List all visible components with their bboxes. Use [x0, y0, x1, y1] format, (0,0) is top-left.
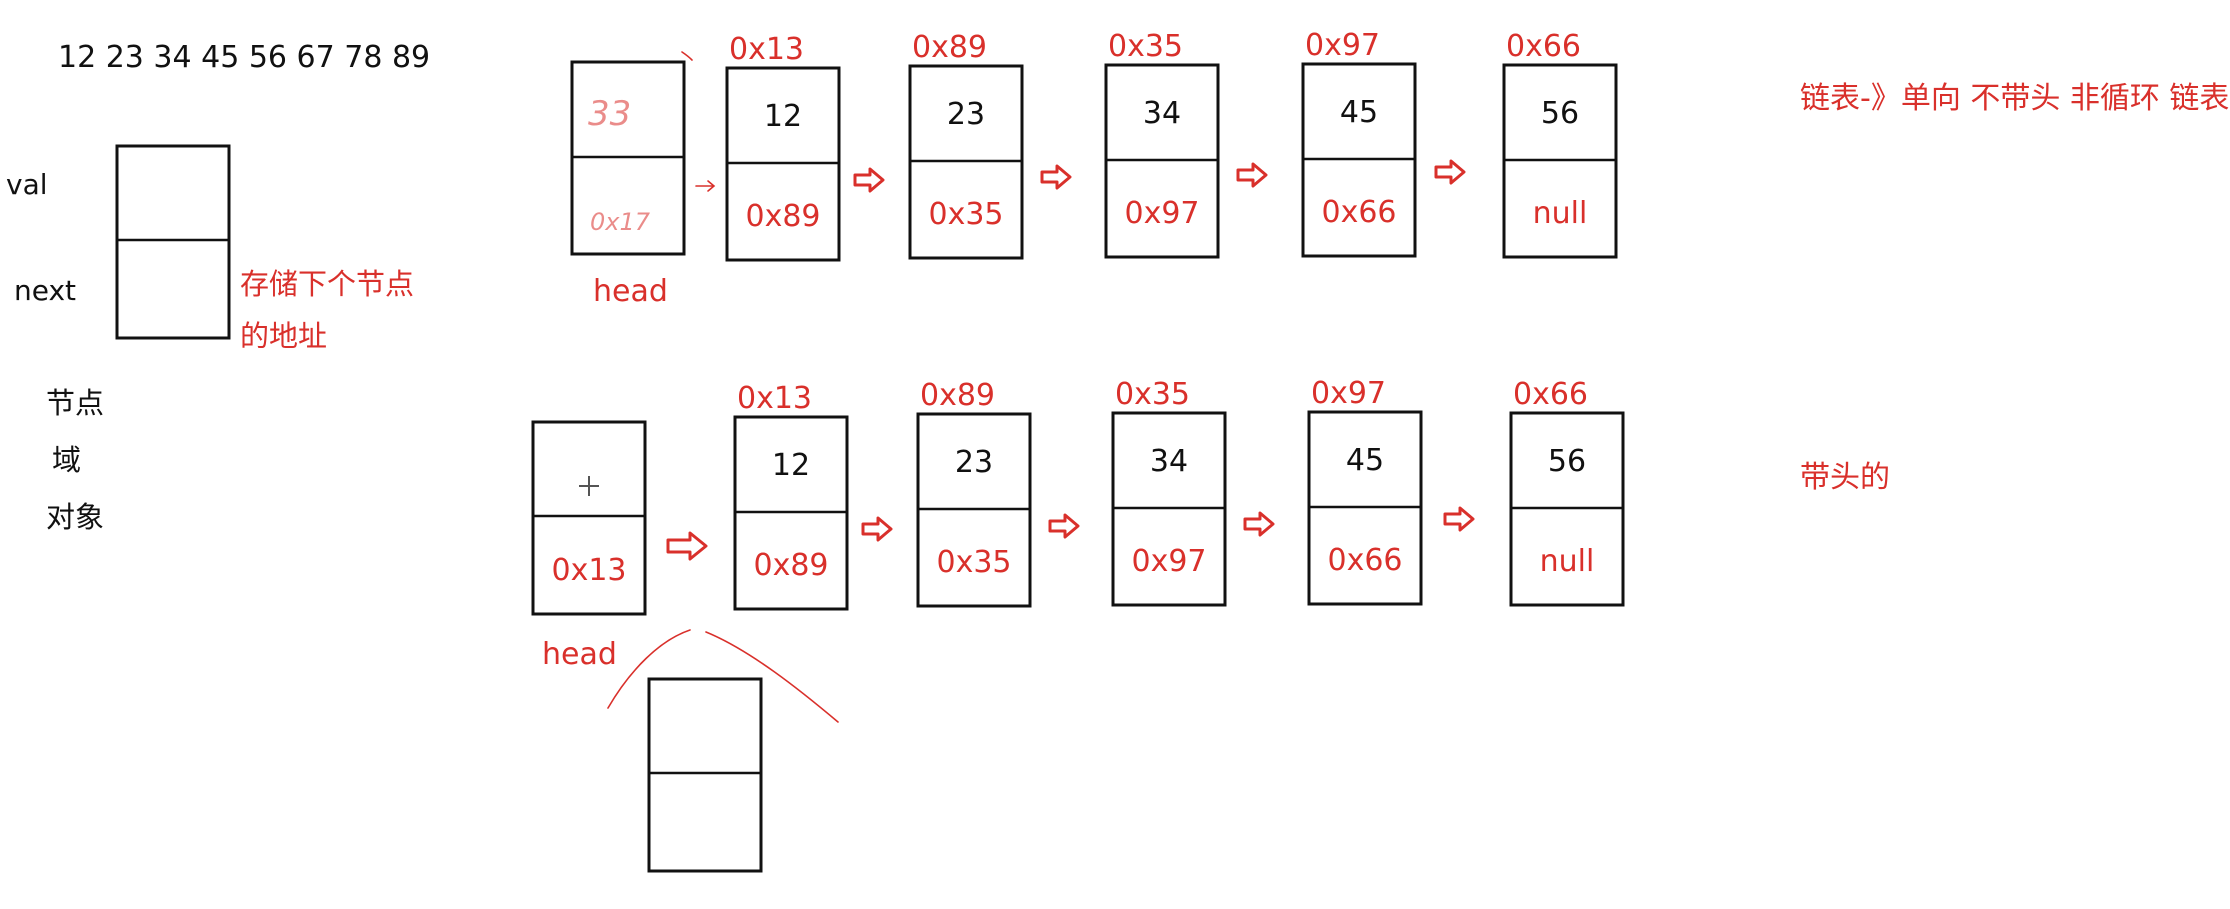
list2-next-arrow: [1243, 511, 1275, 537]
list2-node-val: 45: [1346, 443, 1384, 478]
list1-node-val: 23: [947, 97, 985, 132]
list1-node: 0x97 45 0x66: [1301, 28, 1417, 258]
next-label: next: [14, 274, 76, 307]
list1-head-val-scribble: 33: [588, 94, 631, 134]
list2-next-arrow: [1443, 506, 1475, 532]
list2-head-node: 0x13: [531, 420, 647, 616]
list2-node-address: 0x13: [737, 381, 812, 416]
list2-node-address: 0x89: [920, 378, 995, 413]
list2-node-next: 0x35: [936, 545, 1011, 580]
list1-node-val: 56: [1541, 96, 1579, 131]
next-note-line1: 存储下个节点: [240, 267, 414, 301]
list1-next-arrow: [1236, 162, 1268, 188]
term-field: 域: [52, 443, 81, 477]
list2-node-next: 0x66: [1327, 543, 1402, 578]
list2-head-box: [531, 420, 647, 616]
detached-node-box: [647, 677, 763, 873]
list2-node-address: 0x35: [1115, 377, 1190, 412]
list2-node-val: 56: [1548, 444, 1586, 479]
list2-head-next: 0x13: [551, 553, 626, 588]
list1-node-val: 34: [1143, 96, 1181, 131]
list1-node: 0x66 56 null: [1502, 29, 1618, 259]
list1-next-arrow: [1040, 164, 1072, 190]
legend-node: [115, 144, 231, 340]
list1-head-pointer: [695, 180, 716, 192]
list2-node: 0x97 45 0x66: [1307, 376, 1423, 606]
list2-node-next: 0x89: [753, 548, 828, 583]
list2-next-arrow: [861, 516, 893, 542]
list2-head-label: head: [542, 637, 617, 672]
list1-node-next: null: [1533, 196, 1588, 231]
list2-node-next: null: [1540, 544, 1595, 579]
pen-stroke-left: [607, 629, 691, 709]
term-object: 对象: [46, 500, 104, 534]
detached-node: [647, 677, 763, 873]
list2-next-arrow: [1048, 513, 1080, 539]
list1-node: 0x89 23 0x35: [908, 30, 1024, 260]
list1-node-next: 0x35: [928, 197, 1003, 232]
list1-next-arrow: [853, 167, 885, 193]
list1-node: 0x35 34 0x97: [1104, 29, 1220, 259]
list2-node-val: 12: [772, 448, 810, 483]
list1-head-label: head: [593, 274, 668, 309]
list2-node: 0x66 56 null: [1509, 377, 1625, 607]
sequence-text: 12 23 34 45 56 67 78 89: [58, 40, 430, 75]
pen-stroke-right: [705, 631, 839, 723]
term-node: 节点: [46, 386, 104, 420]
list1-next-arrow: [1434, 159, 1466, 185]
list1-nodes: 0x13 12 0x89 0x89 23 0x35 0x35 34 0x97 0x97 45 0x66…: [725, 28, 1618, 262]
list2: 0x13 head 0x13 12 0x89 0x89 23 0x35 0x35 34 0x97…: [531, 376, 1625, 873]
legend-node-box: [115, 144, 231, 340]
list1-head-next-scribble: 0x17: [590, 208, 651, 236]
cursor-crosshair-icon: [579, 476, 599, 496]
list1-node-address: 0x89: [912, 30, 987, 65]
list2-node-address: 0x66: [1513, 377, 1588, 412]
list1-arrows: [853, 159, 1466, 193]
list2-node: 0x35 34 0x97: [1111, 377, 1227, 607]
list1-head-node: 33 0x17: [570, 60, 686, 256]
list1-node-next: 0x66: [1321, 195, 1396, 230]
list2-node-val: 34: [1150, 444, 1188, 479]
list2-title: 带头的: [1800, 460, 1890, 495]
list1-node-val: 45: [1340, 95, 1378, 130]
list1-node-val: 12: [764, 99, 802, 134]
list1-pen-mark: [681, 51, 693, 61]
list1-node-address: 0x13: [729, 32, 804, 67]
list1-node-next: 0x89: [745, 199, 820, 234]
list2-node-address: 0x97: [1311, 376, 1386, 411]
next-note-line2: 的地址: [240, 319, 327, 353]
list1-node-address: 0x66: [1506, 29, 1581, 64]
val-label: val: [6, 168, 48, 201]
list1-node-next: 0x97: [1124, 196, 1199, 231]
list2-node-next: 0x97: [1131, 544, 1206, 579]
list1-node-address: 0x35: [1108, 29, 1183, 64]
list2-node-val: 23: [955, 445, 993, 480]
list1: 33 0x17 head 0x13120x890x89230x350x35340…: [570, 28, 1618, 309]
list2-next-arrow: [666, 531, 708, 561]
list1-title: 链表-》单向 不带头 非循环 链表: [1800, 81, 2229, 116]
list2-node: 0x89 23 0x35: [916, 378, 1032, 608]
list2-arrows: [666, 506, 1475, 561]
list1-node-address: 0x97: [1305, 28, 1380, 63]
list1-node: 0x13 12 0x89: [725, 32, 841, 262]
list2-nodes: 0x13 12 0x89 0x89 23 0x35 0x35 34 0x97 0x97 45 0x66…: [733, 376, 1625, 611]
list2-node: 0x13 12 0x89: [733, 381, 849, 611]
